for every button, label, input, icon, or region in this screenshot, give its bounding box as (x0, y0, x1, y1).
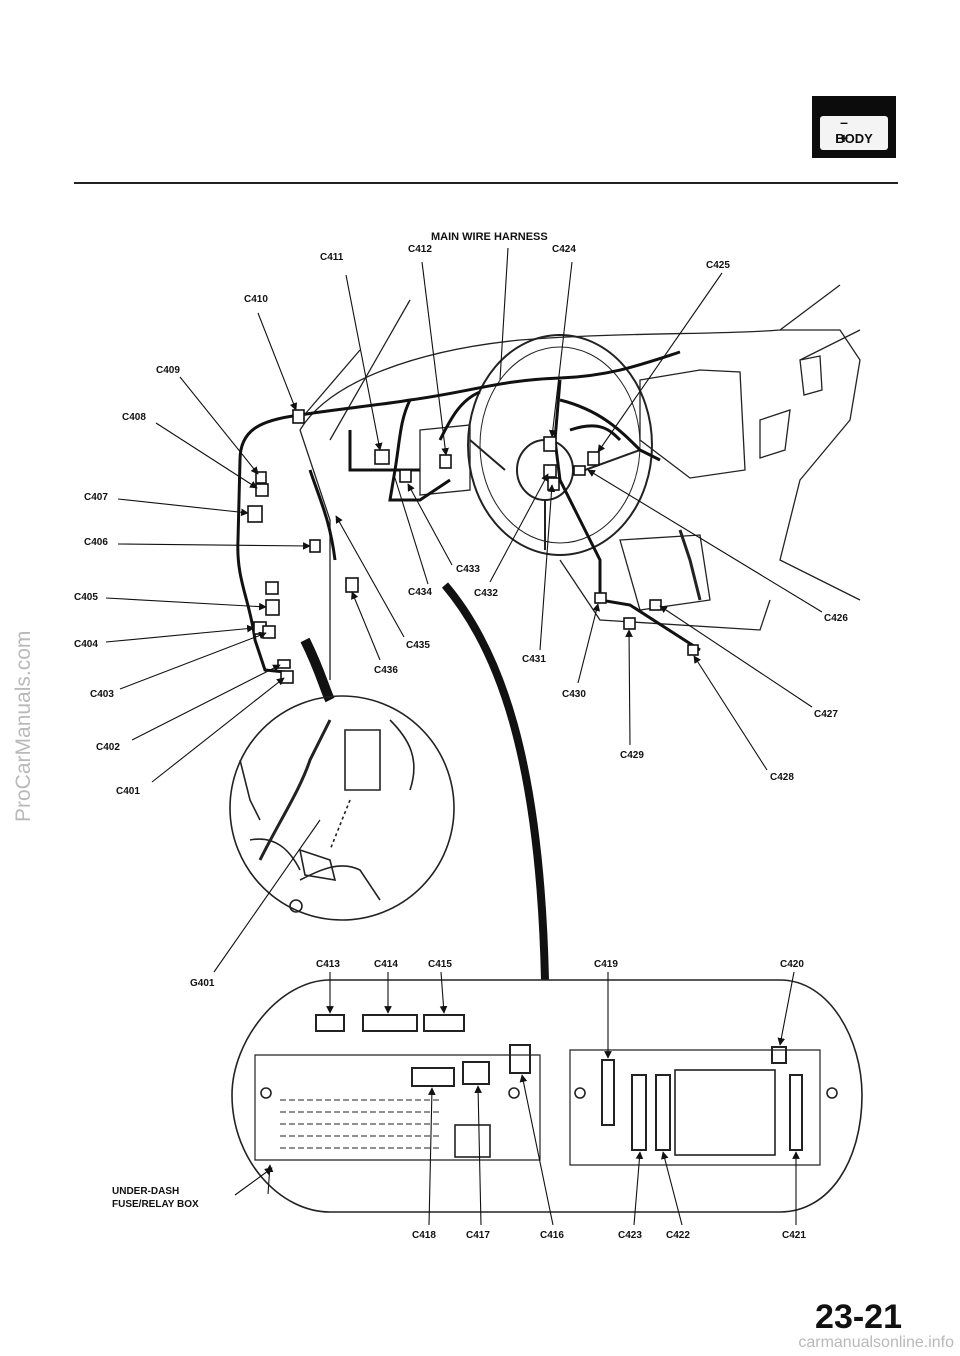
header-rule (74, 182, 898, 184)
label-c429: C429 (620, 750, 644, 761)
connector-c431 (547, 477, 560, 491)
label-c414: C414 (374, 959, 398, 970)
ground-detail-inset (229, 695, 455, 921)
label-c417: C417 (466, 1230, 490, 1241)
label-fuse-box-line1: UNDER-DASH (112, 1186, 179, 1197)
battery-symbols: – + (839, 114, 869, 146)
connector-c404b (262, 625, 276, 639)
label-c425: C425 (706, 260, 730, 271)
label-c410: C410 (244, 294, 268, 305)
connector-c427 (649, 599, 662, 611)
label-c412: C412 (408, 244, 432, 255)
connector-c405 (265, 599, 280, 616)
label-c413: C413 (316, 959, 340, 970)
connector-c428 (687, 644, 699, 656)
fuse-relay-box-inset (231, 979, 863, 1213)
label-c421: C421 (782, 1230, 806, 1241)
connector-blocks (247, 409, 699, 684)
connector-c409 (255, 471, 267, 484)
label-c407: C407 (84, 492, 108, 503)
dashboard-drawing (299, 284, 861, 680)
connector-c411 (374, 449, 390, 465)
connector-c430 (594, 592, 607, 604)
leader-lines (105, 247, 823, 1226)
label-c436: C436 (374, 665, 398, 676)
section-label: BODY (835, 131, 873, 146)
label-c419: C419 (594, 959, 618, 970)
connector-c402 (280, 670, 294, 684)
label-g401: G401 (190, 978, 215, 989)
label-c431: C431 (522, 654, 546, 665)
connector-c436 (345, 577, 359, 593)
connector-c426 (573, 465, 586, 476)
battery-body (820, 116, 888, 150)
label-c433: C433 (456, 564, 480, 575)
connector-c433 (399, 469, 412, 483)
label-c434: C434 (408, 587, 432, 598)
label-c422: C422 (666, 1230, 690, 1241)
label-c403: C403 (90, 689, 114, 700)
label-c427: C427 (814, 709, 838, 720)
label-c408: C408 (122, 412, 146, 423)
connector-c403 (277, 659, 291, 669)
section-badge-battery-icon: – + BODY (812, 96, 896, 158)
label-c401: C401 (116, 786, 140, 797)
connector-c432 (543, 464, 557, 478)
label-c418: C418 (412, 1230, 436, 1241)
label-c406: C406 (84, 537, 108, 548)
label-c432: C432 (474, 588, 498, 599)
label-c420: C420 (780, 959, 804, 970)
label-c423: C423 (618, 1230, 642, 1241)
connector-c406 (309, 539, 321, 553)
harness-branch-to-fusebox (441, 582, 549, 981)
label-c428: C428 (770, 772, 794, 783)
connector-c410 (292, 409, 305, 424)
label-c424: C424 (552, 244, 576, 255)
connector-c405a (265, 581, 279, 595)
label-c435: C435 (406, 640, 430, 651)
connector-c412 (439, 454, 452, 469)
connector-c424 (543, 436, 557, 452)
connector-c408 (255, 483, 269, 497)
label-c402: C402 (96, 742, 120, 753)
label-c415: C415 (428, 959, 452, 970)
footer-site: carmanualsonline.info (798, 1334, 954, 1351)
label-main-wire-harness: MAIN WIRE HARNESS (431, 231, 548, 243)
connector-c429 (623, 617, 636, 630)
label-c405: C405 (74, 592, 98, 603)
label-c416: C416 (540, 1230, 564, 1241)
connector-c407 (247, 505, 263, 523)
harness-branch-to-ground (300, 637, 335, 703)
label-c430: C430 (562, 689, 586, 700)
connector-c425 (587, 451, 600, 466)
label-c404: C404 (74, 639, 98, 650)
page-number: 23-21 (815, 1298, 902, 1336)
battery-posts (822, 106, 886, 116)
label-fuse-box-line2: FUSE/RELAY BOX (112, 1199, 199, 1210)
label-c426: C426 (824, 613, 848, 624)
label-c411: C411 (320, 252, 344, 263)
label-c409: C409 (156, 365, 180, 376)
connector-labels: MAIN WIRE HARNESS C411 C412 C424 C425 C4… (74, 231, 848, 1241)
